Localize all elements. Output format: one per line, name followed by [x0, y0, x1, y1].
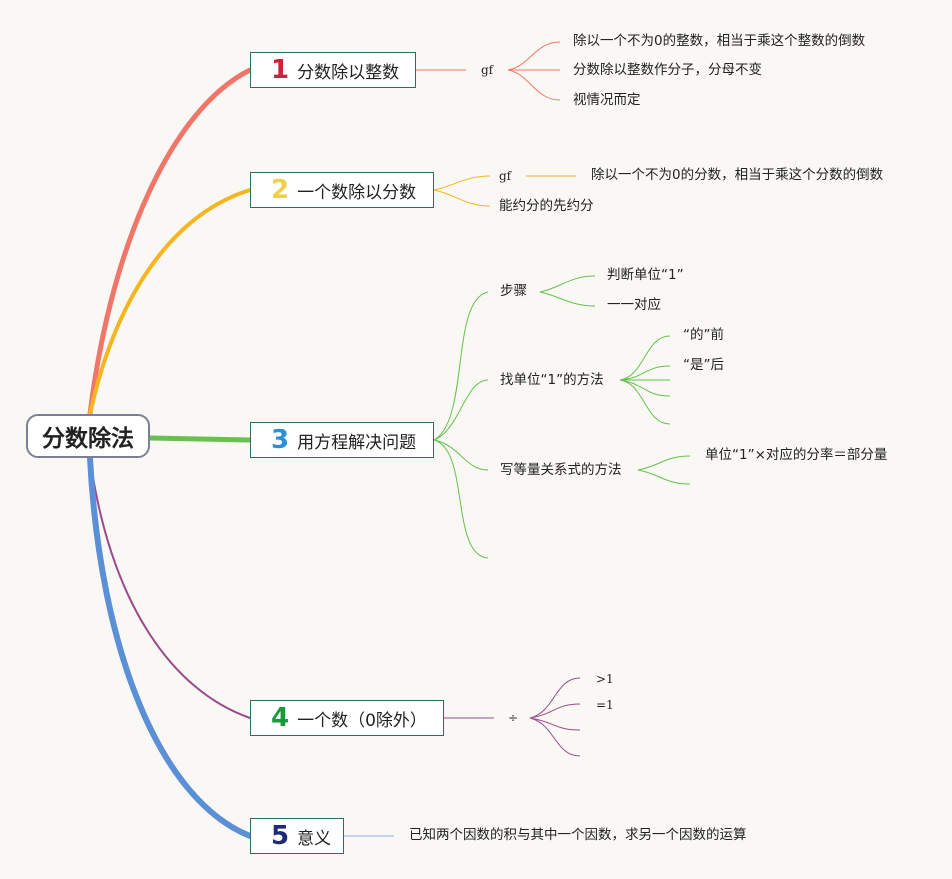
b4-leaf-2[interactable]: =1 [596, 698, 614, 712]
b3-find-leaf-1[interactable]: “的”前 [683, 327, 724, 343]
b1-leaf-1[interactable]: 除以一个不为0的整数，相当于乘这个整数的倒数 [573, 33, 866, 49]
branch-label-2: 一个数除以分数 [297, 182, 417, 203]
root-label: 分数除法 [42, 426, 134, 452]
b4-leaf-1[interactable]: >1 [596, 672, 614, 686]
main-link-2 [88, 188, 252, 416]
branch-label-3: 用方程解决问题 [297, 432, 417, 453]
branch-label-5: 意义 [297, 828, 332, 849]
b3-equation-leaf[interactable]: 单位“1”×对应的分率＝部分量 [705, 447, 888, 463]
b3-step-leaf-1[interactable]: 判断单位“1” [607, 267, 684, 283]
branch-label-1: 分数除以整数 [297, 62, 400, 83]
b1-leaf-2[interactable]: 分数除以整数作分子，分母不变 [573, 62, 762, 78]
branch-number-5: 5 [271, 821, 290, 851]
b2-sub-node-1[interactable]: gf [499, 169, 512, 183]
branch-node-5[interactable]: 5 意义 [250, 818, 344, 854]
b3-equation-node[interactable]: 写等量关系式的方法 [500, 462, 622, 478]
main-link-4 [89, 457, 251, 719]
branch-node-1[interactable]: 1 分数除以整数 [250, 52, 416, 88]
b2-sub1-leaf[interactable]: 除以一个不为0的分数，相当于乘这个分数的倒数 [591, 167, 884, 183]
branch-node-2[interactable]: 2 一个数除以分数 [250, 172, 434, 208]
branch-number-1: 1 [271, 55, 290, 85]
main-link-5 [87, 455, 253, 839]
root-node[interactable]: 分数除法 [26, 414, 150, 458]
b1-sub-node[interactable]: gf [481, 63, 494, 77]
branch-label-4: 一个数（0除外） [297, 710, 427, 731]
b4-sub-node[interactable]: ÷ [508, 711, 519, 725]
branch-node-3[interactable]: 3 用方程解决问题 [250, 422, 434, 458]
b3-find-leaf-2[interactable]: “是”后 [683, 357, 724, 373]
b2-sub-node-2[interactable]: 能约分的先约分 [499, 198, 594, 214]
b5-leaf[interactable]: 已知两个因数的积与其中一个因数，求另一个因数的运算 [409, 827, 747, 843]
branch-number-4: 4 [271, 703, 290, 733]
branch-node-4[interactable]: 4 一个数（0除外） [250, 700, 444, 736]
b3-step-leaf-2[interactable]: 一一对应 [607, 297, 661, 313]
branch-number-3: 3 [271, 425, 290, 455]
b3-find-node[interactable]: 找单位“1”的方法 [500, 372, 604, 388]
main-link-1 [87, 67, 253, 417]
branch-number-2: 2 [271, 175, 290, 205]
main-link-3 [147, 435, 253, 443]
b1-leaf-3[interactable]: 视情况而定 [573, 92, 641, 108]
b3-step-node[interactable]: 步骤 [500, 283, 527, 299]
